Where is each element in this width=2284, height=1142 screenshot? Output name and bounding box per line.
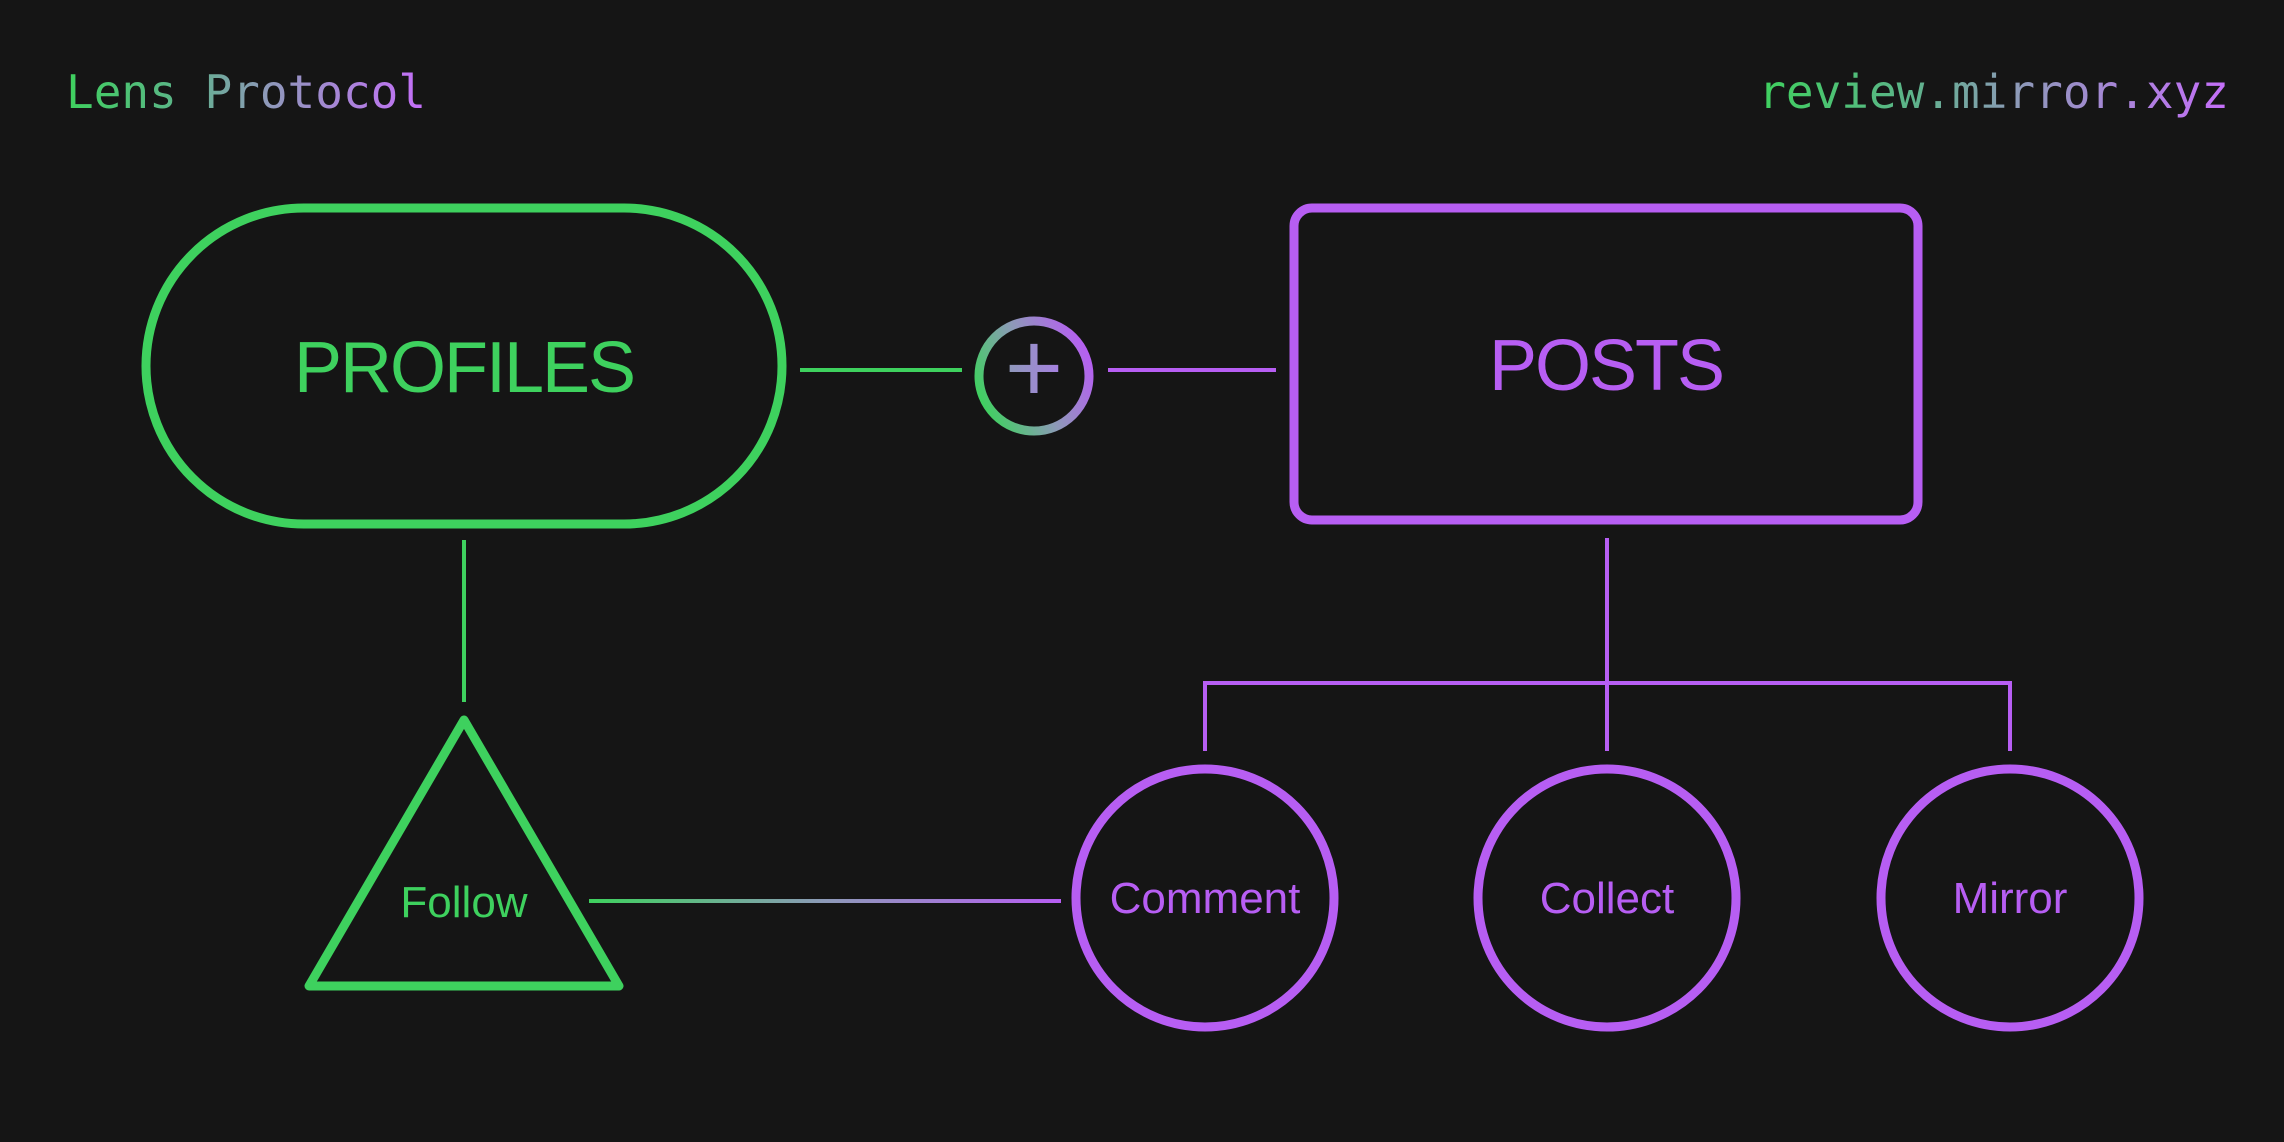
posts-label: POSTS [1489, 326, 1723, 406]
node-posts: POSTS [1289, 203, 1923, 525]
node-comment: Comment [1071, 764, 1339, 1032]
comment-circle-shape [1071, 764, 1339, 1032]
node-profiles: PROFILES [141, 203, 787, 529]
collect-label: Collect [1540, 874, 1675, 923]
node-mirror: Mirror [1876, 764, 2144, 1032]
plus-icon: + [1005, 312, 1063, 424]
mirror-circle-shape [1876, 764, 2144, 1032]
comment-label: Comment [1110, 874, 1301, 923]
follow-label: Follow [400, 878, 527, 927]
follow-triangle-shape [304, 715, 624, 991]
node-collect: Collect [1473, 764, 1741, 1032]
collect-circle-shape [1473, 764, 1741, 1032]
edge-posts-branch-bracket [1203, 681, 2012, 751]
profiles-stadium-shape [141, 203, 787, 529]
plus-circle-shape [974, 316, 1094, 436]
site-url: review.mirror.xyz [1758, 65, 2229, 119]
node-follow: Follow [304, 715, 624, 991]
profiles-label: PROFILES [294, 328, 634, 408]
mirror-label: Mirror [1953, 874, 2068, 923]
node-plus: + [974, 312, 1094, 436]
brand-title: Lens Protocol [66, 65, 426, 119]
posts-rect-shape [1289, 203, 1923, 525]
